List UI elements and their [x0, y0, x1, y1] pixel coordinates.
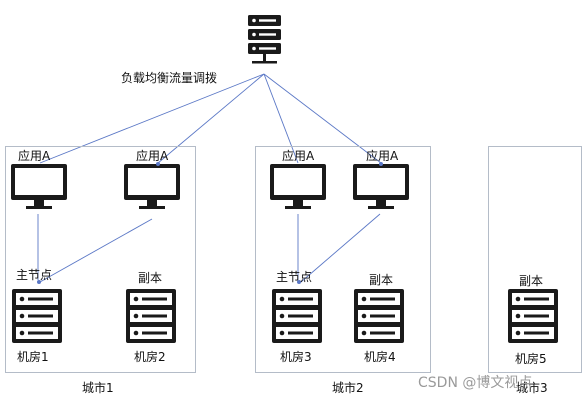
app-3-label: 应用A [282, 149, 315, 163]
room-2-role-label: 副本 [138, 271, 163, 285]
city-1-label: 城市1 [82, 381, 114, 395]
room-4-role-label: 副本 [369, 273, 394, 287]
room-3-name-label: 机房3 [280, 350, 312, 364]
city-2-box [255, 146, 431, 373]
room-1-connection-dot [37, 280, 41, 284]
app-4-connection-dot [379, 162, 383, 166]
load-balancer-server-icon [248, 15, 281, 64]
room-3-role-label: 主节点 [276, 270, 313, 284]
city-2-label: 城市2 [332, 381, 364, 395]
csdn-watermark: CSDN @博文视点 [418, 375, 533, 391]
load-balancer-label: 负载均衡流量调拨 [121, 71, 218, 85]
room-2-name-label: 机房2 [134, 350, 166, 364]
app-2-connection-dot [156, 162, 160, 166]
room-5-role-label: 副本 [519, 274, 544, 288]
room-1-name-label: 机房1 [17, 350, 49, 364]
connection-lines [37, 73, 382, 283]
room-3-connection-dot [297, 280, 301, 284]
city-1-box [5, 146, 196, 373]
app-4-to-room-3-line [300, 213, 381, 283]
city-3-label: 城市3 [516, 381, 548, 395]
room-1-role-label: 主节点 [16, 268, 53, 282]
connection-dots [37, 162, 383, 284]
lb-to-app-2-line [157, 73, 265, 164]
lb-to-app-4-line [263, 73, 382, 164]
room-4-name-label: 机房4 [364, 350, 396, 364]
app-2-to-room-1-line [39, 218, 153, 283]
app-4-label: 应用A [366, 149, 399, 163]
app-2-label: 应用A [136, 149, 169, 163]
app-1-label: 应用A [18, 149, 51, 163]
lb-to-app-1-line [39, 73, 265, 164]
lb-to-app-3-line [263, 73, 299, 164]
room-5-name-label: 机房5 [515, 352, 547, 366]
city-3-box [488, 146, 582, 373]
